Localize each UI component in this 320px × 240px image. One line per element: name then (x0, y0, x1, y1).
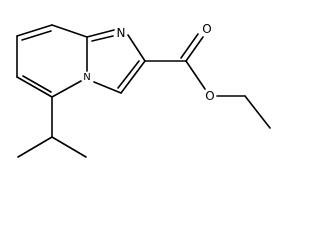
bond-c8a-n1 (86, 29, 115, 38)
bond-c7-c6-inner (21, 30, 52, 41)
bond-isopropyl-methyl-left (17, 136, 53, 158)
bond-c5-c4-inner (22, 75, 52, 93)
bond-carbonyl-c-o-double-b (180, 33, 199, 59)
bond-c8-c7 (51, 24, 88, 38)
atom-label-imidazole-n: N (117, 26, 126, 40)
atom-label-ester-o: O (205, 89, 214, 103)
bond-c2-c3-inner (117, 60, 140, 89)
atom-label-bridgehead-n: N (83, 72, 90, 83)
bond-c4-n4 (51, 80, 82, 98)
bond-ch2-ch3 (244, 95, 271, 129)
bond-n1-c2 (127, 34, 146, 62)
bond-c8a-n1-inner (91, 35, 114, 42)
atom-label-carbonyl-o: O (202, 22, 211, 36)
bond-carbonyl-c-o-double-a (185, 36, 204, 62)
bond-c5-c4 (16, 76, 53, 98)
bond-c7-c6 (16, 24, 53, 37)
bond-isopropyl-methyl-right (51, 136, 87, 158)
chemical-structure-diagram: N N O O (16, 22, 271, 158)
bond-c3-n4 (93, 81, 122, 94)
bond-carbonyl-c-ester-o (185, 60, 206, 90)
bond-c2-c3 (120, 60, 146, 94)
